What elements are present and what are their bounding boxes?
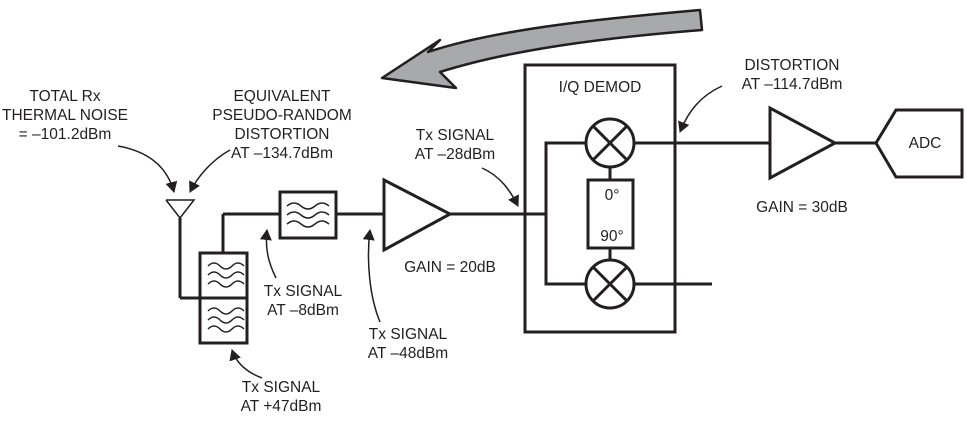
phase-90-label: 90° — [600, 228, 623, 245]
distortion-out-pointer — [678, 85, 723, 133]
antenna-icon — [165, 199, 196, 298]
tx-8dbm-pointer — [259, 229, 277, 279]
distortion-out-label: DISTORTION AT –114.7dBm — [742, 57, 843, 93]
tx-47dbm-label: Tx SIGNAL AT +47dBm — [241, 379, 322, 415]
tx-47dbm-pointer — [229, 349, 263, 379]
svg-text:AT –28dBm: AT –28dBm — [415, 146, 495, 163]
adc-label: ADC — [909, 135, 942, 152]
mixer-q-icon — [584, 258, 636, 310]
equiv-distortion-pointer — [189, 149, 231, 193]
svg-text:AT –48dBm: AT –48dBm — [368, 345, 448, 362]
svg-text:Tx SIGNAL: Tx SIGNAL — [242, 379, 321, 396]
tx-28dbm-label: Tx SIGNAL AT –28dBm — [415, 127, 495, 163]
tx-28dbm-pointer — [481, 167, 519, 207]
svg-text:EQUIVALENT: EQUIVALENT — [233, 88, 331, 105]
tx-8dbm-label: Tx SIGNAL AT –8dBm — [264, 283, 343, 319]
svg-text:Tx SIGNAL: Tx SIGNAL — [264, 283, 343, 300]
thermal-noise-pointer — [117, 145, 178, 193]
svg-text:DISTORTION: DISTORTION — [234, 126, 329, 143]
lo-split-wire — [544, 141, 586, 286]
tx-48dbm-pointer — [362, 229, 381, 323]
duplexer-rx-filter — [198, 251, 249, 300]
svg-text:TOTAL Rx: TOTAL Rx — [29, 88, 100, 105]
svg-text:DISTORTION: DISTORTION — [744, 57, 839, 74]
svg-text:Tx SIGNAL: Tx SIGNAL — [416, 127, 495, 144]
svg-text:AT –8dBm: AT –8dBm — [267, 302, 339, 319]
tx-48dbm-label: Tx SIGNAL AT –48dBm — [368, 326, 448, 362]
gain-20-label: GAIN = 20dB — [404, 259, 496, 276]
svg-text:THERMAL NOISE: THERMAL NOISE — [2, 107, 128, 124]
svg-text:Tx SIGNAL: Tx SIGNAL — [369, 326, 448, 343]
svg-text:PSEUDO-RANDOM: PSEUDO-RANDOM — [212, 107, 352, 124]
phase-0-label: 0° — [605, 187, 620, 204]
svg-text:AT –114.7dBm: AT –114.7dBm — [742, 76, 843, 93]
iq-demod-label: I/Q DEMOD — [559, 79, 642, 96]
phase-shifter-box — [586, 178, 635, 250]
svg-text:AT –134.7dBm: AT –134.7dBm — [231, 145, 333, 162]
gain-30-label: GAIN = 30dB — [756, 199, 848, 216]
mixer-i-icon — [584, 117, 636, 169]
adc-block — [874, 108, 964, 179]
output-amplifier-icon — [768, 105, 839, 181]
iq-demod-box — [523, 63, 677, 334]
duplexer-tx-filter — [198, 296, 249, 345]
bandpass-filter-icon — [278, 190, 338, 240]
flow-arrow-icon — [380, 8, 704, 90]
lna-amplifier-icon — [382, 177, 454, 253]
svg-text:AT +47dBm: AT +47dBm — [241, 398, 322, 415]
svg-text:= –101.2dBm: = –101.2dBm — [19, 126, 112, 143]
equiv-distortion-label: EQUIVALENT PSEUDO-RANDOM DISTORTION AT –… — [212, 88, 352, 162]
thermal-noise-label: TOTAL Rx THERMAL NOISE = –101.2dBm — [2, 88, 128, 143]
